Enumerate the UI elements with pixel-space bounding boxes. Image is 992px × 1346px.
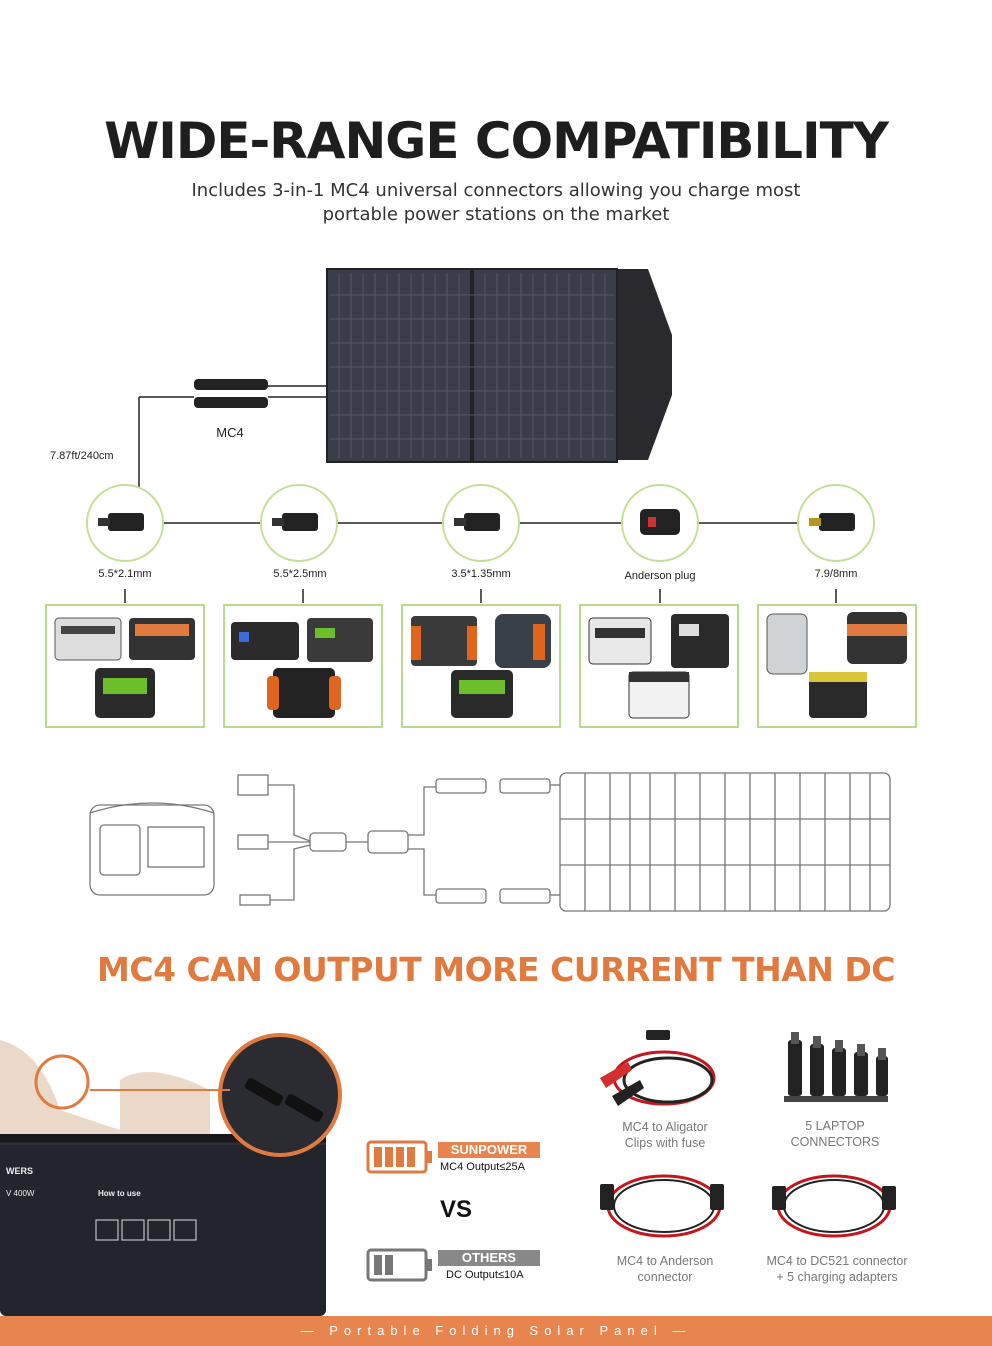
connector-label-1: 5.5*2.1mm bbox=[98, 568, 152, 580]
accessory-label-1-line2: Clips with fuse bbox=[624, 1136, 706, 1150]
sunpower-badge: SUNPOWER bbox=[438, 1142, 540, 1158]
solar-panel-bag-photo bbox=[0, 1020, 350, 1316]
mc4-dc521-cable-image bbox=[772, 1174, 896, 1238]
power-station-images bbox=[54, 617, 195, 718]
connector-label-5: 7.9/8mm bbox=[814, 568, 858, 580]
mc4-anderson-cable-image bbox=[600, 1174, 724, 1238]
others-spec: DC Output≤10A bbox=[446, 1269, 524, 1281]
power-station-images bbox=[411, 614, 551, 718]
connector-icons bbox=[86, 484, 875, 562]
compatibility-diagram bbox=[86, 268, 875, 603]
full-battery-icon bbox=[366, 1140, 432, 1174]
connector-label-2: 5.5*2.5mm bbox=[273, 568, 327, 580]
sunpower-spec: MC4 Output≤25A bbox=[440, 1161, 525, 1173]
page-title: WIDE-RANGE COMPATIBILITY bbox=[104, 112, 889, 170]
subtitle-line-1: Includes 3-in-1 MC4 universal connectors… bbox=[191, 180, 801, 201]
accessory-label-3-line1: MC4 to Anderson bbox=[616, 1254, 714, 1268]
low-battery-icon bbox=[366, 1248, 432, 1282]
mc4-connector-pair bbox=[138, 379, 327, 493]
accessory-label-3-line2: connector bbox=[637, 1270, 693, 1284]
connector-label-3: 3.5*1.35mm bbox=[451, 568, 511, 580]
device-box-5 bbox=[757, 604, 917, 728]
vs-label: VS bbox=[440, 1196, 473, 1223]
accessory-label-1-line1: MC4 to Aligator bbox=[622, 1120, 708, 1134]
mc4-label: MC4 bbox=[216, 425, 244, 440]
folding-solar-panel bbox=[326, 268, 672, 463]
section-heading: MC4 CAN OUTPUT MORE CURRENT THAN DC bbox=[97, 950, 895, 989]
connector-drop-lines bbox=[124, 589, 837, 603]
mc4-wiring-diagram bbox=[89, 772, 891, 912]
footer-banner: — Portable Folding Solar Panel — bbox=[0, 1316, 992, 1346]
accessory-label-2-line2: CONNECTORS bbox=[790, 1135, 880, 1149]
device-box-3 bbox=[401, 604, 561, 728]
connector-label-4: Anderson plug bbox=[624, 570, 696, 582]
bag-how-to-use-text: How to use bbox=[98, 1189, 141, 1198]
alligator-clips-image bbox=[600, 1030, 716, 1106]
power-station-images bbox=[588, 614, 729, 719]
cable-length-label: 7.87ft/240cm bbox=[50, 450, 114, 462]
power-station-images bbox=[766, 612, 907, 718]
accessory-label-4-line2: + 5 charging adapters bbox=[776, 1270, 898, 1284]
subtitle-line-2: portable power stations on the market bbox=[322, 204, 670, 225]
accessory-label-2-line1: 5 LAPTOP bbox=[805, 1119, 865, 1133]
laptop-connectors-image bbox=[784, 1032, 888, 1102]
others-badge: OTHERS bbox=[438, 1250, 540, 1266]
device-box-1 bbox=[45, 604, 205, 728]
bag-model-text: V 400W bbox=[6, 1189, 35, 1198]
device-box-2 bbox=[223, 604, 383, 728]
power-station-images bbox=[231, 618, 373, 718]
accessory-label-4-line1: MC4 to DC521 connector bbox=[766, 1254, 908, 1268]
device-box-4 bbox=[579, 604, 739, 728]
bag-brand-text: WERS bbox=[6, 1166, 33, 1176]
